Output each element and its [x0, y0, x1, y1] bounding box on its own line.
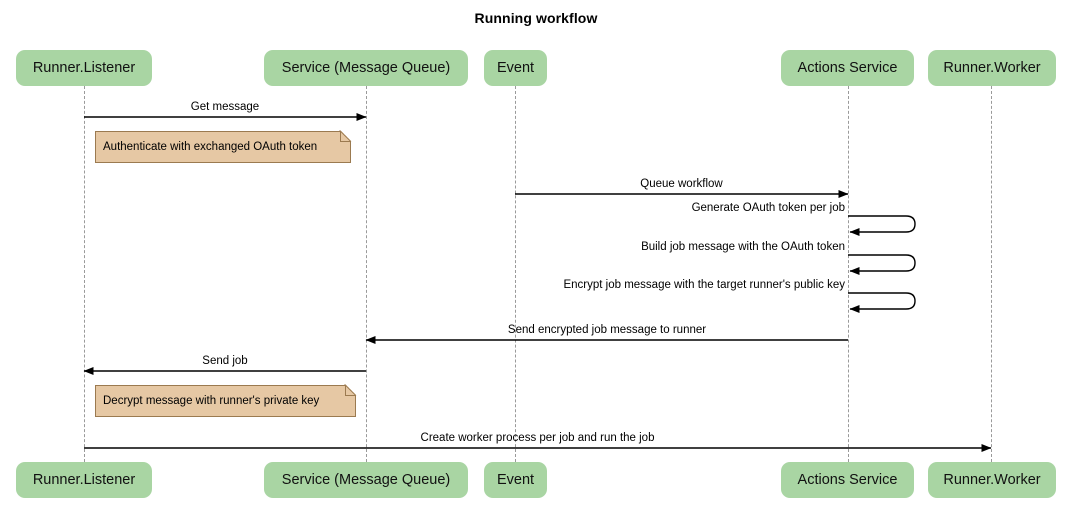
note-text: Authenticate with exchanged OAuth token	[103, 141, 318, 153]
participant-label: Service (Message Queue)	[281, 472, 451, 488]
lifeline-actions-service	[848, 86, 849, 462]
note-decrypt-message-with-runner-s-private-key: Decrypt message with runner's private ke…	[95, 385, 356, 417]
lifeline-runner-listener	[84, 86, 85, 462]
note-authenticate-with-exchanged-oauth-token: Authenticate with exchanged OAuth token	[95, 131, 351, 163]
participant-label: Runner.Worker	[943, 60, 1041, 76]
message-send-job-label: Send job	[202, 355, 248, 367]
participant-footer-service-message-queue[interactable]: Service (Message Queue)	[264, 462, 468, 498]
participant-header-runner-listener[interactable]: Runner.Listener	[16, 50, 152, 86]
lifeline-event	[515, 86, 516, 462]
message-encrypt-job-message-with-the-target-runner-s-public-key-label: Encrypt job message with the target runn…	[563, 279, 845, 291]
message-queue-workflow-label: Queue workflow	[640, 178, 723, 190]
note-fold-corner-icon	[340, 131, 351, 142]
participant-label: Service (Message Queue)	[281, 60, 451, 76]
message-encrypt-job-message-with-the-target-runner-s-public-key-path	[848, 292, 916, 313]
message-get-message-label: Get message	[190, 101, 260, 113]
participant-header-actions-service[interactable]: Actions Service	[781, 50, 914, 86]
message-create-worker-process-per-job-and-run-the-job-label: Create worker process per job and run th…	[420, 432, 655, 444]
participant-label: Event	[496, 60, 535, 76]
participant-header-runner-worker[interactable]: Runner.Worker	[928, 50, 1056, 86]
message-generate-oauth-token-per-job-label: Generate OAuth token per job	[691, 202, 845, 214]
participant-label: Runner.Listener	[32, 472, 136, 488]
participant-footer-runner-listener[interactable]: Runner.Listener	[16, 462, 152, 498]
participant-label: Event	[496, 472, 535, 488]
participant-footer-event[interactable]: Event	[484, 462, 547, 498]
participant-label: Actions Service	[797, 472, 898, 488]
note-text: Decrypt message with runner's private ke…	[103, 395, 320, 407]
participant-footer-actions-service[interactable]: Actions Service	[781, 462, 914, 498]
message-generate-oauth-token-per-job-path	[848, 215, 916, 236]
page-title: Running workflow	[474, 10, 598, 26]
message-build-job-message-with-the-oauth-token-path	[848, 254, 916, 275]
note-fold-corner-icon	[345, 385, 356, 396]
message-build-job-message-with-the-oauth-token-label: Build job message with the OAuth token	[641, 241, 845, 253]
lifeline-service-message-queue	[366, 86, 367, 462]
participant-footer-runner-worker[interactable]: Runner.Worker	[928, 462, 1056, 498]
participant-label: Runner.Worker	[943, 472, 1041, 488]
participant-header-event[interactable]: Event	[484, 50, 547, 86]
message-send-encrypted-job-message-to-runner-label: Send encrypted job message to runner	[507, 324, 707, 336]
lifeline-runner-worker	[991, 86, 992, 462]
participant-label: Runner.Listener	[32, 60, 136, 76]
participant-header-service-message-queue[interactable]: Service (Message Queue)	[264, 50, 468, 86]
participant-label: Actions Service	[797, 60, 898, 76]
